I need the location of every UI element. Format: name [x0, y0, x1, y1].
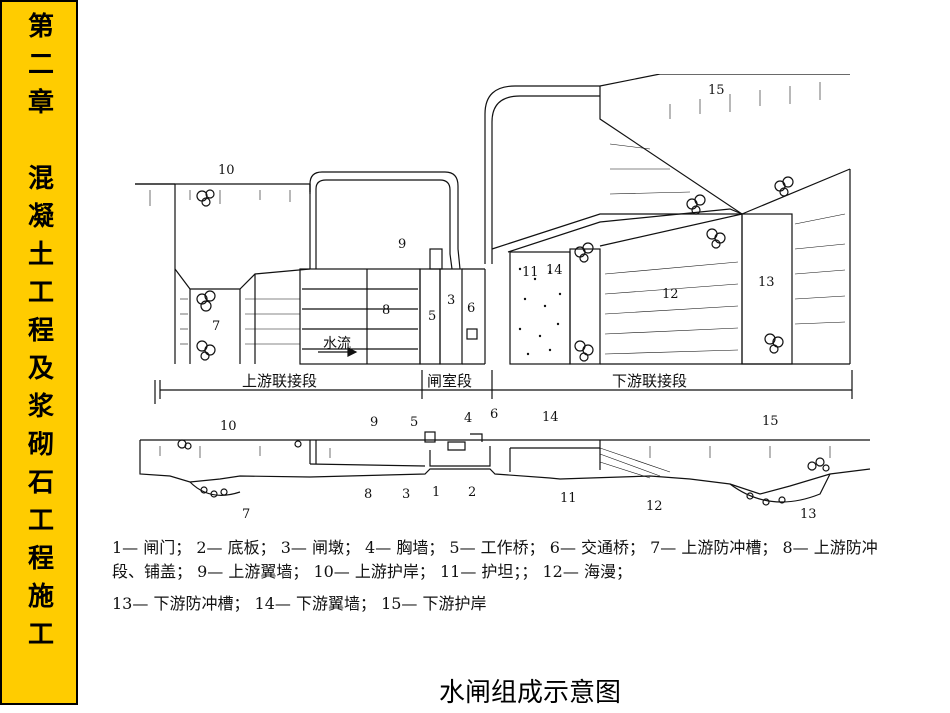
- sidebar-char: 施: [27, 582, 54, 612]
- label-3-top: 3: [447, 293, 455, 308]
- label-6-bot: 6: [490, 407, 498, 422]
- label-11-bot: 11: [560, 491, 577, 506]
- legend-line-1: 1— 闸门； 2— 底板； 3— 闸墩； 4— 胸墙； 5— 工作桥； 6— 交…: [112, 538, 878, 581]
- elevation-view: [139, 431, 871, 506]
- sidebar-char: 工: [27, 278, 54, 308]
- section-dimension: [154, 370, 853, 404]
- gate-chamber-top: [419, 248, 486, 365]
- label-6-top: 6: [467, 301, 475, 316]
- flow-arrow: [318, 347, 358, 357]
- sidebar-char: [24, 122, 58, 160]
- legend: 1— 闸门； 2— 底板； 3— 闸墩； 4— 胸墙； 5— 工作桥； 6— 交…: [112, 536, 897, 624]
- sidebar-char: 凝: [27, 202, 54, 232]
- sidebar-char: 第: [27, 12, 54, 42]
- label-12-top: 12: [662, 287, 679, 302]
- label-8-bot: 8: [364, 487, 372, 502]
- label-3-bot: 3: [402, 487, 410, 502]
- section-downstream-label: 下游联接段: [612, 372, 687, 390]
- legend-line-2: 13— 下游防冲槽； 14— 下游翼墙； 15— 下游护岸: [112, 594, 487, 613]
- label-1-bot: 1: [432, 485, 440, 500]
- label-11-top: 11: [522, 265, 539, 280]
- sidebar-char: 工: [27, 506, 54, 536]
- label-13-bot: 13: [800, 507, 817, 522]
- section-chamber-label: 闸室段: [427, 372, 472, 390]
- sidebar-char: 程: [27, 316, 54, 346]
- label-15-top: 15: [708, 83, 725, 98]
- figure-caption: 水闸组成示意图: [438, 678, 621, 708]
- sidebar-char: 土: [27, 240, 54, 270]
- label-8-top: 8: [382, 303, 390, 318]
- label-14-top: 14: [546, 263, 563, 278]
- label-15-bot: 15: [762, 414, 779, 429]
- label-10-top: 10: [218, 163, 235, 178]
- flow-label: 水流: [323, 336, 351, 352]
- sidebar-char: 混: [27, 164, 54, 194]
- sidebar-char: 二: [27, 50, 54, 80]
- sluice-diagram: 15 10 9 11 14 12 13 7 8 5 3 6 水流 上游联接段 闸…: [135, 74, 871, 522]
- chapter-sidebar: 第二章混凝土工程及浆砌石工程施工: [0, 0, 78, 705]
- sidebar-char: 浆: [27, 392, 54, 422]
- label-2-bot: 2: [468, 485, 476, 500]
- sidebar-char: 程: [27, 544, 54, 574]
- sidebar-char: 工: [27, 620, 54, 650]
- label-5-top: 5: [428, 309, 436, 324]
- sidebar-char: 章: [27, 88, 54, 118]
- label-9-top: 9: [398, 237, 406, 252]
- downstream-bank-top: [484, 74, 851, 365]
- label-14-bot: 14: [542, 410, 559, 425]
- section-upstream-label: 上游联接段: [242, 372, 317, 390]
- label-13-top: 13: [758, 275, 775, 290]
- sidebar-char: 及: [27, 354, 54, 384]
- label-7-bot: 7: [242, 507, 250, 522]
- label-7-top: 7: [212, 319, 220, 334]
- label-12-bot: 12: [646, 499, 663, 514]
- label-4-bot: 4: [464, 411, 472, 426]
- label-5-bot: 5: [410, 415, 418, 430]
- upstream-bank-top: [135, 183, 311, 364]
- chapter-title: 第二章混凝土工程及浆砌石工程施工: [24, 8, 58, 654]
- sidebar-char: 砌: [27, 430, 54, 460]
- label-10-bot: 10: [220, 419, 237, 434]
- sidebar-char: 石: [27, 468, 54, 498]
- label-9-bot: 9: [370, 415, 378, 430]
